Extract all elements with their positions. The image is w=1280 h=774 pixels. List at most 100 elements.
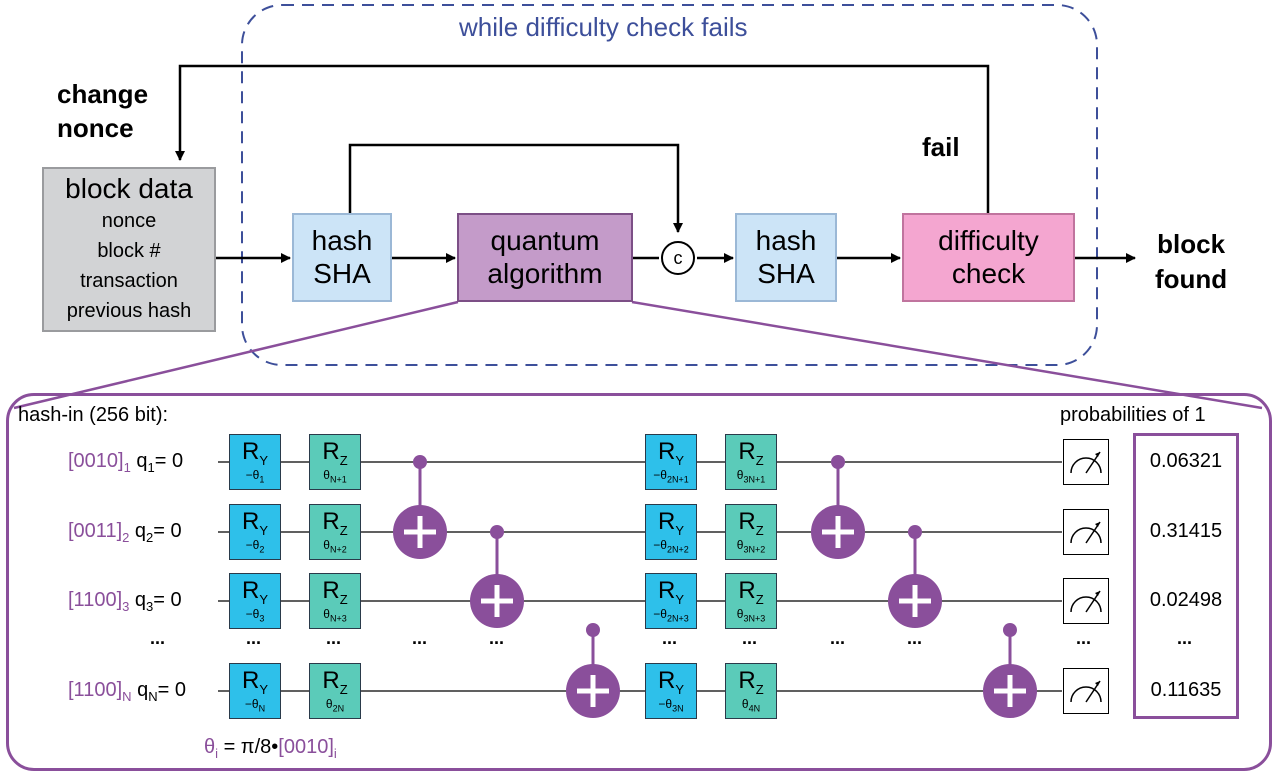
gate-symbol: R [322, 576, 340, 604]
qubit-index: 2 [146, 530, 154, 545]
gate-angle: θ [323, 537, 330, 552]
qubit-name: q [134, 589, 147, 611]
probabilities-box [1133, 433, 1239, 719]
block-found-label: block found [1155, 227, 1227, 297]
formula-expression: = π/8• [218, 736, 279, 758]
gate-axis: Z [755, 452, 764, 468]
ry-gate: RY −θ2 [229, 504, 281, 560]
hash-in-label: hash-in (256 bit): [18, 404, 169, 426]
hash-sha-box-2: hash SHA [735, 213, 837, 302]
gate-angle-index: 2 [259, 544, 265, 555]
gate-axis: Z [339, 591, 348, 607]
gate-symbol: R [657, 666, 676, 694]
ry-gate: RY −θ1 [229, 434, 281, 490]
theta-formula: θi = π/8•[0010]i [204, 736, 337, 761]
rz-gate: RZ θ2N [309, 663, 361, 719]
hash-sha-line-2: SHA [757, 257, 815, 289]
ellipsis: ... [830, 628, 846, 648]
qubit-name: q [136, 450, 148, 472]
ellipsis: ... [1076, 628, 1092, 648]
feedback-loop-line [175, 64, 990, 213]
loop-label: while difficulty check fails [459, 12, 748, 42]
gate-axis: Z [755, 591, 764, 607]
gate-symbol: R [241, 666, 260, 694]
rz-gate: RZ θ3N+2 [725, 504, 777, 560]
difficulty-check-box: difficulty check [902, 213, 1075, 302]
gate-axis: Y [259, 591, 268, 607]
gate-angle-index: 3N+1 [743, 474, 766, 485]
measurement-meter-icon [1063, 668, 1109, 714]
gate-angle: θ [736, 606, 744, 621]
gate-angle: −θ [245, 537, 260, 552]
gate-symbol: R [322, 507, 340, 535]
gate-angle: −θ [653, 606, 667, 621]
gate-angle-index: 3N [672, 703, 684, 714]
quantum-algorithm-box: quantum algorithm [457, 213, 633, 302]
ellipsis: ... [150, 628, 166, 648]
qubit-init: = 0 [154, 450, 184, 472]
ellipsis: ... [412, 628, 428, 648]
block-data-field: block # [97, 239, 161, 262]
ellipsis: ... [662, 628, 678, 648]
ry-gate: RY −θ2N+3 [645, 573, 697, 629]
gate-symbol: R [657, 507, 676, 535]
measurement-meter-icon [1063, 439, 1109, 485]
block-data-box: block data nonce block # transaction pre… [42, 167, 216, 332]
gate-angle-index: N [258, 703, 266, 714]
gate-axis: Y [259, 681, 268, 697]
gate-angle: θ [741, 696, 749, 711]
bit-string: [1100] [68, 589, 123, 611]
gate-angle-index: 3 [259, 613, 265, 624]
gate-symbol: R [241, 507, 260, 535]
qubit-label-row-n: [1100]N qN= 0 [68, 679, 186, 704]
gate-axis: Z [755, 681, 764, 697]
meter-dial-icon [1070, 680, 1102, 703]
gate-angle-index: 3N+2 [743, 544, 766, 555]
gate-axis: Y [259, 522, 268, 538]
gate-symbol: R [241, 437, 260, 465]
qubit-index: N [148, 689, 158, 704]
gate-symbol: R [657, 576, 676, 604]
qubit-label-row-2: [0011]2 q2= 0 [68, 520, 182, 545]
gate-symbol: R [322, 666, 340, 694]
formula-bits-index: i [333, 746, 337, 761]
zoom-line-right [631, 300, 1263, 410]
hash-sha-line-1: hash [755, 225, 817, 257]
bit-string: [1100] [68, 679, 123, 701]
bit-index: N [122, 689, 132, 704]
block-data-field: previous hash [66, 299, 192, 322]
ry-gate: RY −θ3 [229, 573, 281, 629]
formula-bits: [0010] [278, 736, 334, 758]
hash-sha-box-1: hash SHA [292, 213, 392, 302]
formula-theta: θ [204, 736, 216, 758]
gate-angle-index: 2N+3 [666, 613, 689, 624]
gate-angle: −θ [244, 696, 259, 711]
probability-value: 0.31415 [1149, 520, 1223, 542]
gate-angle-index: N+2 [329, 544, 347, 555]
difficulty-line-1: difficulty [938, 225, 1039, 257]
gate-angle-index: 1 [259, 474, 265, 485]
gate-angle-index: 3N+3 [743, 613, 766, 624]
gate-axis: Y [675, 452, 684, 468]
combine-node: c [661, 241, 695, 275]
gate-angle: θ [736, 537, 744, 552]
quantum-line-2: algorithm [487, 257, 603, 289]
bit-index: 3 [122, 599, 130, 614]
block-found-line-1: block [1157, 229, 1226, 259]
rz-gate: RZ θN+1 [309, 434, 361, 490]
gate-angle: −θ [245, 467, 260, 482]
gate-axis: Y [675, 681, 684, 697]
loop-region [241, 4, 1098, 366]
formula-theta-index: i [215, 746, 219, 761]
gate-symbol: R [657, 437, 676, 465]
gate-axis: Z [339, 681, 348, 697]
rz-gate: RZ θ4N [725, 663, 777, 719]
bit-string: [0010] [68, 450, 124, 472]
qubit-index: 3 [146, 599, 154, 614]
ry-gate: RY −θ2N+1 [645, 434, 697, 490]
quantum-line-1: quantum [490, 225, 600, 257]
gate-angle: −θ [245, 606, 260, 621]
qubit-init: = 0 [153, 589, 182, 611]
gate-symbol: R [738, 507, 756, 535]
probability-value: 0.11635 [1150, 679, 1222, 701]
